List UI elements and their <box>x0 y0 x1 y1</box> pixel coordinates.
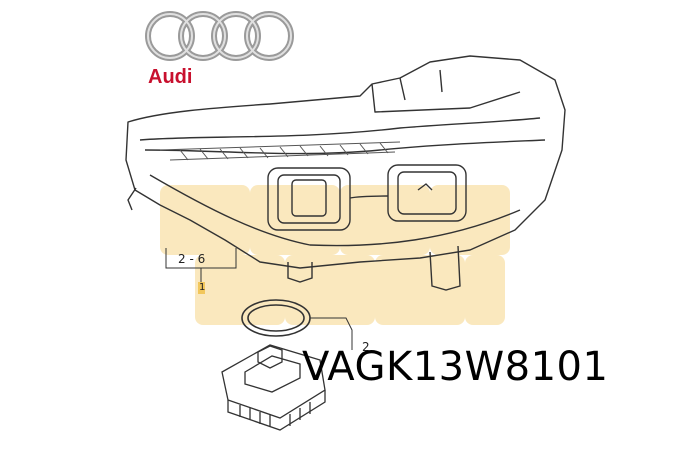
callout-marker <box>198 282 205 294</box>
part-number: VAGK13W8101 <box>302 344 609 390</box>
led-daytime-strip <box>159 141 401 161</box>
brand-name: Audi <box>148 66 193 88</box>
lens-modules <box>267 164 467 231</box>
callout-item-2: 2 <box>362 340 370 354</box>
callout-range-label: 2 - 6 <box>178 252 206 266</box>
headlight-housing <box>125 55 566 269</box>
callout-bracket-2-6 <box>165 248 237 282</box>
watermark <box>160 185 510 325</box>
led-control-module <box>221 344 326 431</box>
mounting-brackets <box>287 245 461 291</box>
callout-leader-2 <box>310 317 353 350</box>
callout-item-1: 1 <box>199 282 206 293</box>
